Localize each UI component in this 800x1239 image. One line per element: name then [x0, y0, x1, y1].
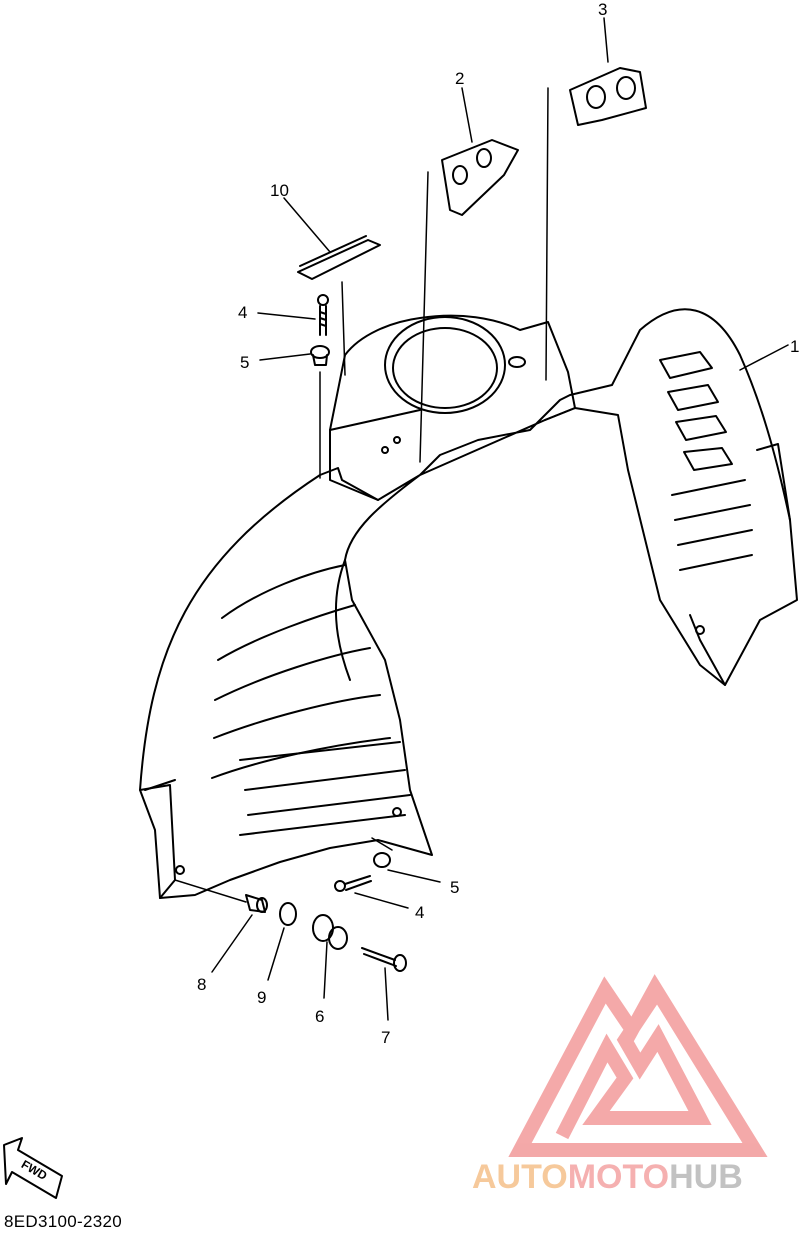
callout-leaders [211, 17, 789, 1021]
callout-4-upper: 4 [238, 303, 247, 322]
watermark-hub: HUB [669, 1158, 743, 1196]
inner-panel-part [139, 308, 798, 899]
watermark-logo: AUTOMOTOHUB [472, 974, 768, 1196]
callout-2: 2 [455, 69, 464, 88]
callout-1: 1 [790, 337, 799, 356]
assembly-guide-lines [174, 87, 549, 903]
watermark-triangle-icon [508, 974, 768, 1157]
watermark-auto: AUTO [472, 1158, 568, 1196]
svg-text:AUTOMOTOHUB: AUTOMOTOHUB [472, 1158, 743, 1196]
grommet-part-5-lower [373, 852, 391, 868]
fwd-arrow-icon: FWD [3, 1137, 63, 1199]
grommet-part-5-upper [310, 345, 330, 366]
callout-7: 7 [381, 1028, 390, 1047]
callout-9: 9 [257, 988, 266, 1007]
washer-part-9 [279, 902, 297, 926]
callout-5-upper: 5 [240, 353, 249, 372]
callout-8: 8 [197, 975, 206, 994]
callout-5-lower: 5 [450, 878, 459, 897]
screw-part-4-upper [317, 294, 329, 336]
damper-part-6 [312, 914, 348, 950]
screw-part-4-lower [334, 875, 372, 892]
callout-6: 6 [315, 1007, 324, 1026]
callout-4-lower: 4 [415, 903, 424, 922]
callout-3: 3 [598, 0, 607, 19]
callout-labels: 1 2 3 4 5 10 4 5 6 7 8 9 [197, 0, 799, 1047]
watermark-moto: MOTO [568, 1158, 669, 1196]
collar-part-8 [245, 894, 268, 913]
rubber-strip-part-10 [297, 235, 381, 280]
drawing-code: 8ED3100-2320 [4, 1212, 122, 1231]
bracket-plate-part-2 [441, 139, 519, 216]
callout-10: 10 [270, 181, 289, 200]
bracket-plate-part-3 [569, 67, 647, 126]
bolt-part-7 [361, 947, 407, 972]
